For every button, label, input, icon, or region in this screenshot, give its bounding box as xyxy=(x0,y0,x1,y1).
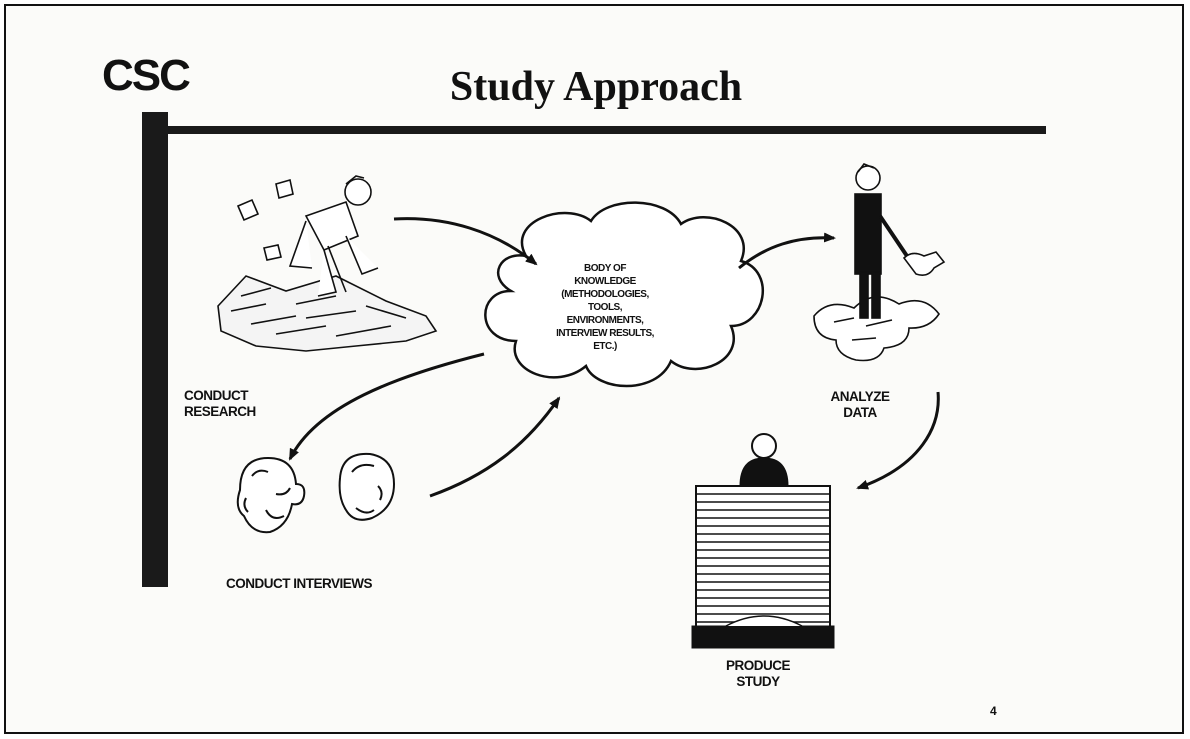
analyze-label: ANALYZE DATA xyxy=(820,389,900,420)
arrow-interviews-to-cloud xyxy=(429,396,561,498)
researcher-illustration xyxy=(217,175,438,352)
analyst-illustration xyxy=(813,163,946,362)
knowledge-cloud xyxy=(484,201,765,388)
page-number: 4 xyxy=(990,704,997,718)
produce-label-line: PRODUCE xyxy=(725,658,791,673)
paper-stack-illustration xyxy=(691,433,835,649)
slide: CSC Study Approach xyxy=(4,4,1184,734)
horizontal-rule xyxy=(166,126,1046,134)
arrow-cloud-to-interviews xyxy=(288,352,485,461)
analyze-label-line: ANALYZE xyxy=(830,389,890,404)
cloud-line: (METHODOLOGIES, xyxy=(561,289,649,300)
produce-label: PRODUCE STUDY xyxy=(718,658,798,689)
arrow-analyze-to-produce xyxy=(856,391,940,490)
research-label-line: CONDUCT xyxy=(184,388,248,403)
cloud-line: KNOWLEDGE xyxy=(574,276,636,287)
arrow-research-to-cloud xyxy=(393,217,538,266)
research-label-line: RESEARCH xyxy=(184,403,256,419)
interviews-label: CONDUCT INTERVIEWS xyxy=(226,576,373,591)
csc-logo: CSC xyxy=(102,51,191,100)
vertical-rule xyxy=(142,112,168,587)
cloud-line: INTERVIEW RESULTS, xyxy=(556,328,654,339)
cloud-line: ENVIRONMENTS, xyxy=(566,315,644,326)
page-title: Study Approach xyxy=(449,64,743,110)
diagram-art xyxy=(217,163,946,649)
produce-label-line: STUDY xyxy=(736,673,780,689)
cloud-line: TOOLS, xyxy=(587,302,623,313)
cloud-text: BODY OF KNOWLEDGE (METHODOLOGIES, TOOLS,… xyxy=(530,262,680,353)
interviewer-heads-illustration xyxy=(236,452,396,534)
cloud-line: ETC.) xyxy=(593,341,617,352)
arrow-cloud-to-analyze xyxy=(738,232,836,270)
analyze-label-line: DATA xyxy=(843,404,877,420)
cloud-line: BODY OF xyxy=(584,263,626,274)
research-label: CONDUCT RESEARCH xyxy=(184,388,256,419)
